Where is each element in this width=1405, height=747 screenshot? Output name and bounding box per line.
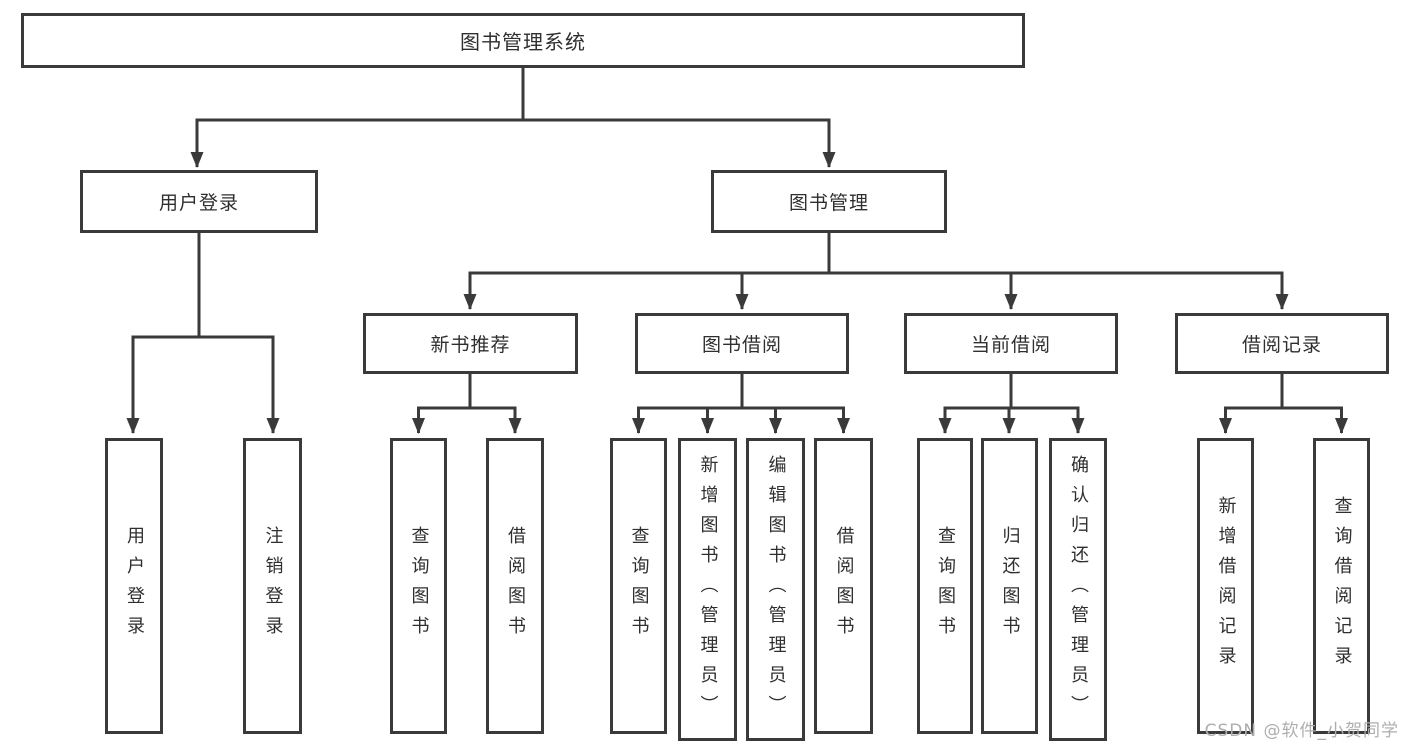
leaf-query-books-recommend: 查询图书 [390,438,447,734]
node-label: 新增图书（管理员） [697,454,719,725]
connector-arrows [126,120,1348,434]
leaf-user-login: 用户登录 [105,438,163,734]
node-label: 用户登录 [124,526,145,646]
node-label: 借阅图书 [505,526,526,646]
leaf-query-books-current: 查询图书 [917,438,973,734]
node-label: 查询借阅记录 [1331,496,1353,676]
node-new-book-recommend: 新书推荐 [363,313,578,374]
node-user-login: 用户登录 [80,170,318,233]
node-borrow-records: 借阅记录 [1175,313,1389,374]
node-label: 图书管理 [788,192,869,214]
node-label: 注销登录 [262,526,284,646]
leaf-add-borrow-record: 新增借阅记录 [1197,438,1254,734]
leaf-borrow-books: 借阅图书 [814,438,873,734]
node-label: 图书管理系统 [460,30,586,54]
node-label: 当前借阅 [970,334,1051,356]
node-label: 借阅记录 [1241,334,1322,356]
node-label: 编辑图书（管理员） [765,454,787,725]
node-book-management: 图书管理 [711,170,947,233]
leaf-query-borrow-record: 查询借阅记录 [1313,438,1370,734]
leaf-query-books-borrow: 查询图书 [610,438,667,734]
node-label: 查询图书 [408,526,430,646]
leaf-confirm-return-admin: 确认归还（管理员） [1049,438,1107,741]
node-label: 确认归还（管理员） [1068,454,1089,725]
node-library-management-system: 图书管理系统 [21,13,1025,68]
node-label: 图书借阅 [701,334,782,356]
leaf-return-books: 归还图书 [981,438,1038,734]
node-current-borrow: 当前借阅 [904,313,1118,374]
node-label: 用户登录 [158,192,239,214]
csdn-watermark: CSDN @软件_小贺同学 [1204,721,1399,741]
node-label: 借阅图书 [833,526,855,646]
node-label: 查询图书 [935,526,956,646]
node-label: 新增借阅记录 [1215,496,1237,676]
node-book-borrow: 图书借阅 [635,313,849,374]
node-label: 查询图书 [628,526,650,646]
leaf-borrow-books-recommend: 借阅图书 [486,438,544,734]
node-label: 新书推荐 [430,334,511,356]
leaf-add-books-admin: 新增图书（管理员） [678,438,737,741]
connector-segments [131,68,1343,410]
leaf-logout: 注销登录 [243,438,302,734]
node-label: 归还图书 [999,526,1021,646]
leaf-edit-books-admin: 编辑图书（管理员） [746,438,805,741]
